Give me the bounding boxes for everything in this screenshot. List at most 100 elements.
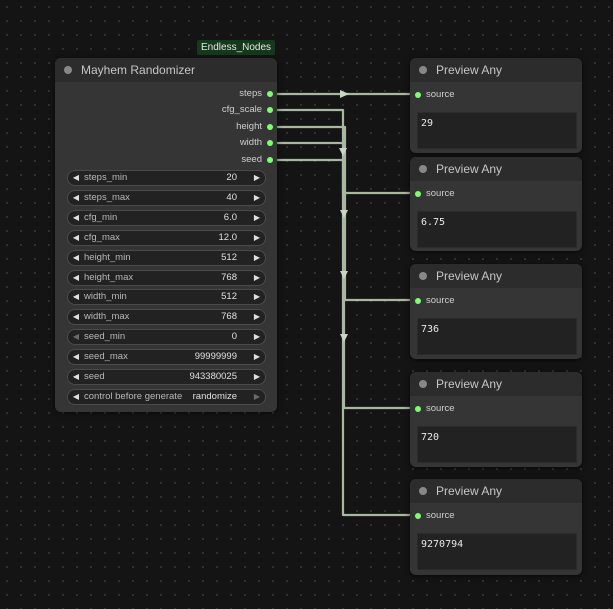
- widget-cfg-max[interactable]: ◀ cfg_max 12.0 ▶: [67, 230, 266, 246]
- decrement-arrow-icon[interactable]: ◀: [72, 372, 80, 381]
- output-steps[interactable]: steps: [117, 88, 277, 100]
- widget-label: control before generate: [84, 391, 183, 402]
- widget-height-max[interactable]: ◀ height_max 768 ▶: [67, 270, 266, 286]
- decrement-arrow-icon[interactable]: ◀: [72, 392, 80, 401]
- widget-width-max[interactable]: ◀ width_max 768 ▶: [67, 309, 266, 325]
- output-socket-icon[interactable]: [267, 157, 273, 163]
- decrement-arrow-icon[interactable]: ◀: [72, 233, 80, 242]
- increment-arrow-icon[interactable]: ▶: [253, 213, 261, 222]
- preview-any-node-2[interactable]: Preview Any source 6.75: [410, 157, 582, 251]
- input-socket-icon[interactable]: [415, 92, 421, 98]
- widget-steps-max[interactable]: ◀ steps_max 40 ▶: [67, 190, 266, 206]
- preview-any-node-5[interactable]: Preview Any source 9270794: [410, 479, 582, 575]
- output-socket-icon[interactable]: [267, 107, 273, 113]
- widget-value[interactable]: 0: [231, 331, 237, 342]
- widget-cfg-min[interactable]: ◀ cfg_min 6.0 ▶: [67, 210, 266, 226]
- widget-value[interactable]: 943380025: [189, 371, 237, 382]
- widget-value[interactable]: 768: [221, 272, 237, 283]
- preview-output-box[interactable]: 736: [417, 318, 577, 355]
- output-socket-icon[interactable]: [267, 140, 273, 146]
- preview-output-box[interactable]: 720: [417, 426, 577, 463]
- increment-arrow-icon[interactable]: ▶: [253, 392, 261, 401]
- increment-arrow-icon[interactable]: ▶: [253, 352, 261, 361]
- node-header[interactable]: Preview Any: [410, 372, 582, 396]
- node-header[interactable]: Preview Any: [410, 157, 582, 181]
- increment-arrow-icon[interactable]: ▶: [253, 253, 261, 262]
- input-source[interactable]: source: [410, 295, 510, 307]
- input-label: source: [426, 510, 455, 521]
- widget-value[interactable]: 99999999: [194, 351, 237, 362]
- increment-arrow-icon[interactable]: ▶: [253, 233, 261, 242]
- widget-seed-max[interactable]: ◀ seed_max 99999999 ▶: [67, 349, 266, 365]
- input-source[interactable]: source: [410, 89, 510, 101]
- widget-value[interactable]: 40: [226, 192, 237, 203]
- increment-arrow-icon[interactable]: ▶: [253, 173, 261, 182]
- widget-height-min[interactable]: ◀ height_min 512 ▶: [67, 250, 266, 266]
- link-seed: [268, 158, 420, 517]
- node-header[interactable]: Preview Any: [410, 479, 582, 503]
- node-title: Preview Any: [436, 269, 503, 283]
- output-socket-icon[interactable]: [267, 91, 273, 97]
- output-socket-icon[interactable]: [267, 124, 273, 130]
- widget-steps-min[interactable]: ◀ steps_min 20 ▶: [67, 170, 266, 186]
- widget-seed-min[interactable]: ◀ seed_min 0 ▶: [67, 329, 266, 345]
- node-header[interactable]: Preview Any: [410, 264, 582, 288]
- widget-value[interactable]: 20: [226, 172, 237, 183]
- node-header[interactable]: Preview Any: [410, 58, 582, 82]
- collapse-dot-icon[interactable]: [419, 272, 427, 280]
- decrement-arrow-icon[interactable]: ◀: [72, 253, 80, 262]
- increment-arrow-icon[interactable]: ▶: [253, 193, 261, 202]
- input-socket-icon[interactable]: [415, 191, 421, 197]
- preview-output-text: 29: [421, 118, 434, 129]
- output-height[interactable]: height: [117, 121, 277, 133]
- widget-seed[interactable]: ◀ seed 943380025 ▶: [67, 369, 266, 385]
- output-seed[interactable]: seed: [117, 154, 277, 166]
- preview-output-box[interactable]: 29: [417, 112, 577, 149]
- widget-width-min[interactable]: ◀ width_min 512 ▶: [67, 289, 266, 305]
- preview-any-node-4[interactable]: Preview Any source 720: [410, 372, 582, 467]
- node-header[interactable]: Mayhem Randomizer: [55, 58, 277, 82]
- link-arrow: [340, 334, 348, 342]
- decrement-arrow-icon[interactable]: ◀: [72, 213, 80, 222]
- output-cfg-scale[interactable]: cfg_scale: [117, 104, 277, 116]
- decrement-arrow-icon[interactable]: ◀: [72, 292, 80, 301]
- widget-value[interactable]: 512: [221, 291, 237, 302]
- collapse-dot-icon[interactable]: [419, 487, 427, 495]
- widget-label: height_min: [84, 252, 131, 263]
- decrement-arrow-icon[interactable]: ◀: [72, 352, 80, 361]
- input-socket-icon[interactable]: [415, 298, 421, 304]
- preview-output-box[interactable]: 9270794: [417, 533, 577, 570]
- increment-arrow-icon[interactable]: ▶: [253, 312, 261, 321]
- decrement-arrow-icon[interactable]: ◀: [72, 312, 80, 321]
- link-arrow: [340, 90, 349, 98]
- widget-value[interactable]: 6.0: [223, 212, 237, 223]
- decrement-arrow-icon[interactable]: ◀: [72, 273, 80, 282]
- preview-output-box[interactable]: 6.75: [417, 211, 577, 248]
- increment-arrow-icon[interactable]: ▶: [253, 372, 261, 381]
- collapse-dot-icon[interactable]: [64, 66, 72, 74]
- input-socket-icon[interactable]: [415, 513, 421, 519]
- input-source[interactable]: source: [410, 510, 510, 522]
- widget-value[interactable]: 512: [221, 252, 237, 263]
- mayhem-randomizer-node[interactable]: Mayhem Randomizer steps cfg_scale height…: [55, 58, 277, 412]
- widget-value[interactable]: 768: [221, 311, 237, 322]
- collapse-dot-icon[interactable]: [419, 380, 427, 388]
- decrement-arrow-icon[interactable]: ◀: [72, 332, 80, 341]
- increment-arrow-icon[interactable]: ▶: [253, 332, 261, 341]
- collapse-dot-icon[interactable]: [419, 66, 427, 74]
- widget-control-before-generate[interactable]: ◀ control before generate randomize ▶: [67, 389, 266, 405]
- preview-any-node-3[interactable]: Preview Any source 736: [410, 264, 582, 359]
- collapse-dot-icon[interactable]: [419, 165, 427, 173]
- decrement-arrow-icon[interactable]: ◀: [72, 193, 80, 202]
- input-source[interactable]: source: [410, 188, 510, 200]
- input-source[interactable]: source: [410, 403, 510, 415]
- increment-arrow-icon[interactable]: ▶: [253, 273, 261, 282]
- preview-any-node-1[interactable]: Preview Any source 29: [410, 58, 582, 153]
- widget-value[interactable]: randomize: [192, 391, 237, 402]
- widget-label: width_max: [84, 311, 130, 322]
- output-width[interactable]: width: [117, 137, 277, 149]
- decrement-arrow-icon[interactable]: ◀: [72, 173, 80, 182]
- widget-value[interactable]: 12.0: [218, 232, 238, 243]
- increment-arrow-icon[interactable]: ▶: [253, 292, 261, 301]
- input-socket-icon[interactable]: [415, 406, 421, 412]
